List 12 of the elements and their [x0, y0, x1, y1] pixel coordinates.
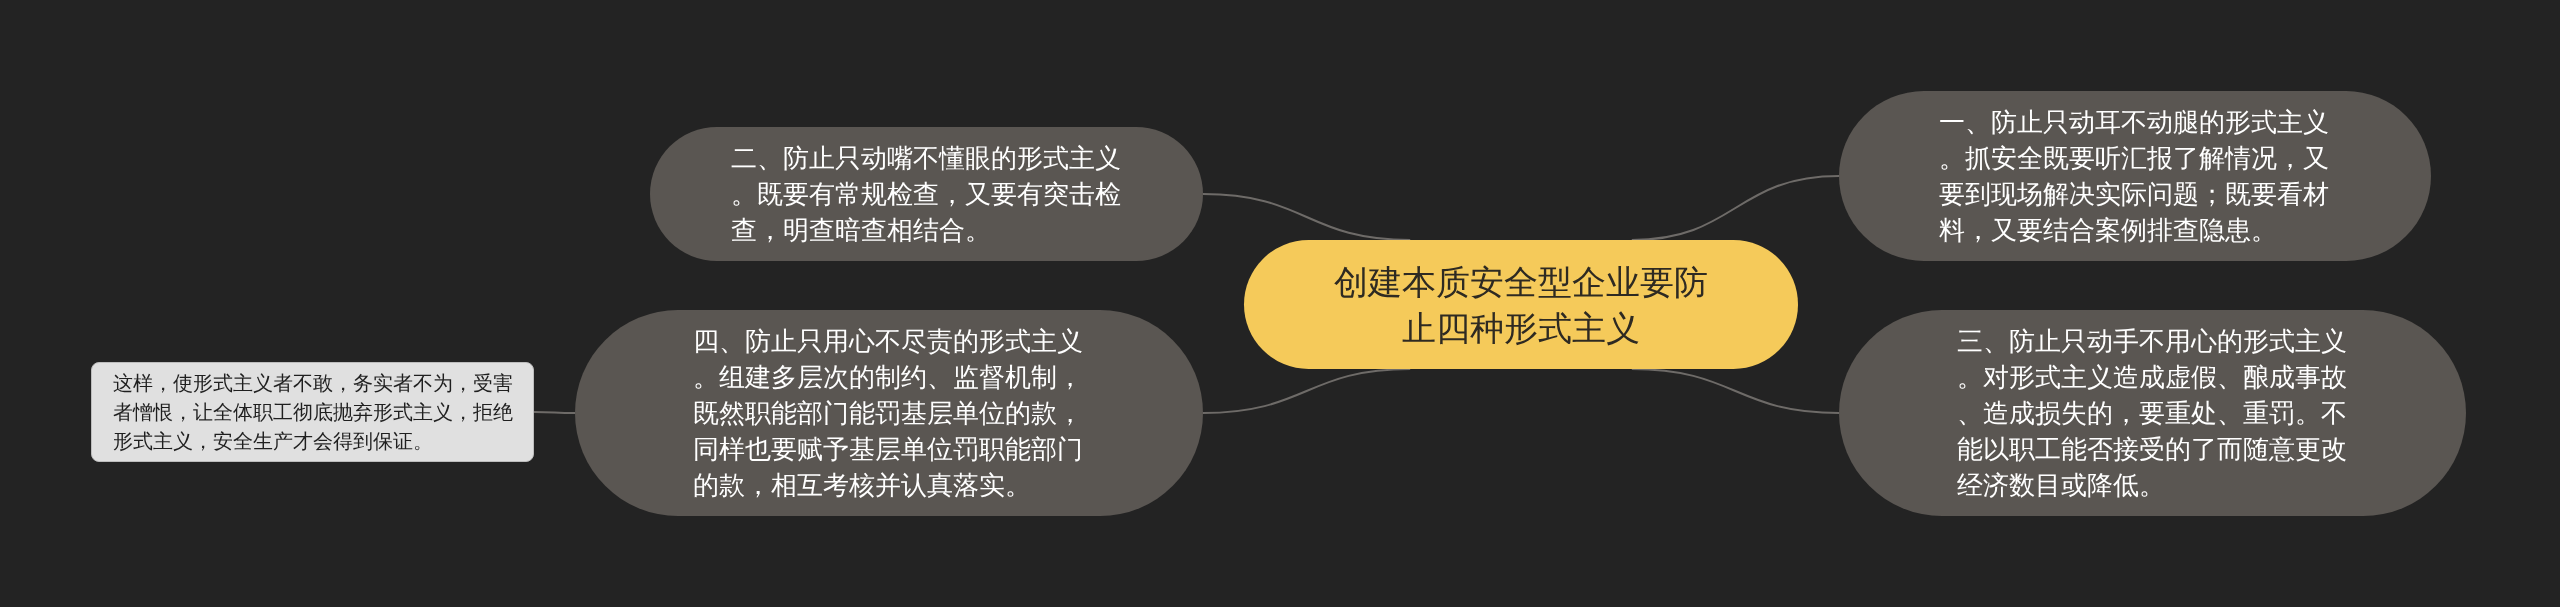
connector-line [1202, 368, 1412, 414]
node-text: 二、防止只动嘴不懂眼的形式主义。既要有常规检查，又要有突击检查，明查暗查相结合。 [730, 142, 1122, 247]
node-text: 三、防止只动手不用心的形式主义。对形式主义造成虚假、酿成事故、造成损失的，要重处、重罚。不能以职工能否接受的了而随意更改经济数目或降低。 [1956, 325, 2348, 502]
node-text: 四、防止只用心不尽责的形式主义。组建多层次的制约、监督机制，既然职能部门能罚基层单位的款，同样也要赋予基层单位罚职能部门的款，相互考核并认真落实。 [693, 325, 1084, 502]
note-card [91, 362, 534, 462]
connector-line [533, 411, 576, 414]
connector-line [1630, 368, 1840, 414]
connector-line [1630, 175, 1840, 241]
connector-line [1202, 193, 1412, 241]
node-text: 一、防止只动耳不动腿的形式主义。抓安全既要听汇报了解情况，又要到现场解决实际问题；既要看材料，又要结合案例排查隐患。 [1939, 106, 2330, 247]
node-text: 这样，使形式主义者不敢，务实者不为，受害者憎恨，让全体职工彻底抛弃形式主义，拒绝形式主义，安全生产才会得到保证。 [112, 369, 513, 455]
node-text: 创建本质安全型企业要防止四种形式主义 [1333, 260, 1709, 350]
